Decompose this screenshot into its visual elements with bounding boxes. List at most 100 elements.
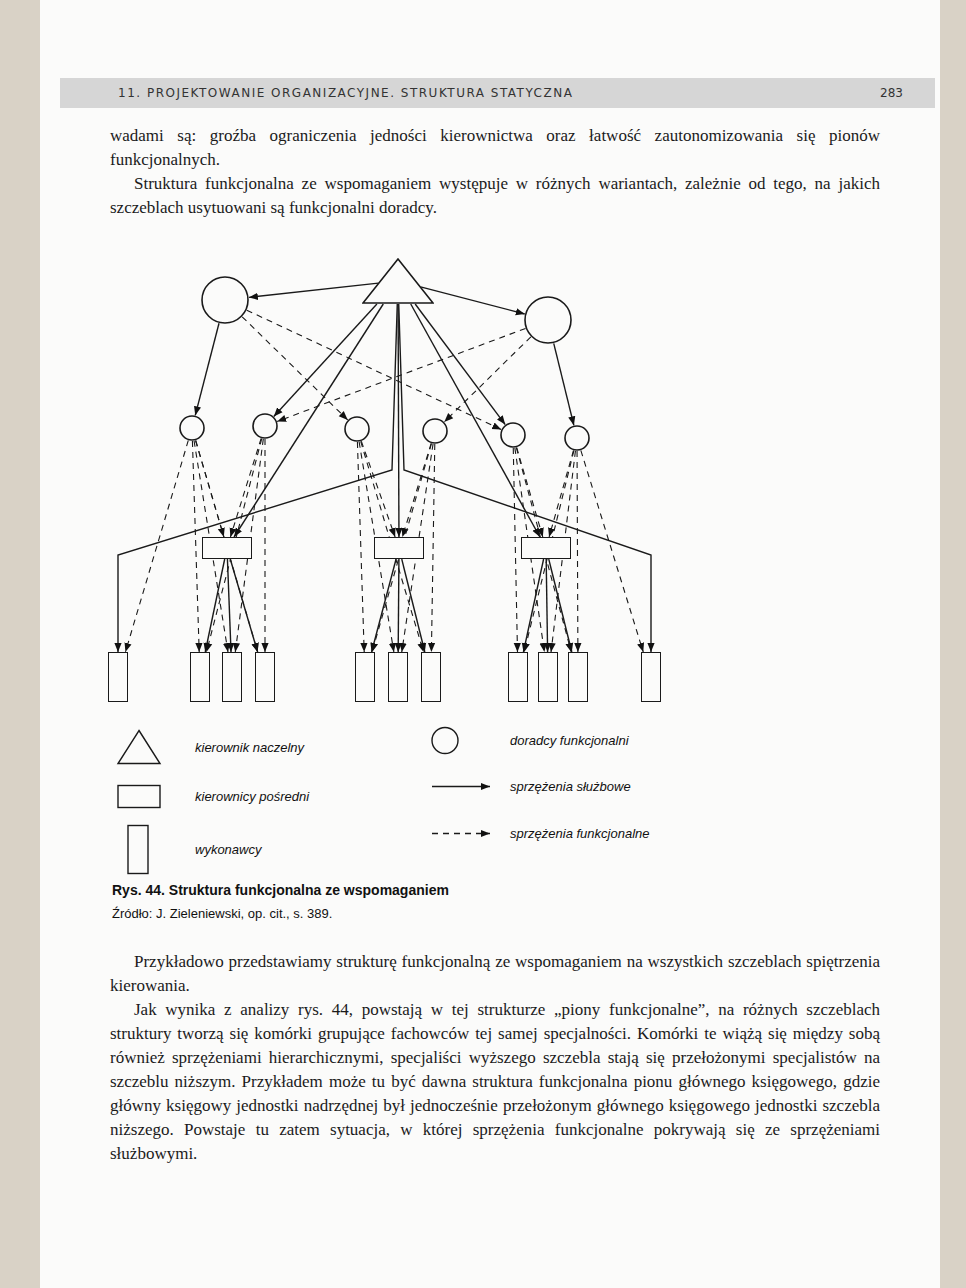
manager-box <box>202 537 252 559</box>
text-holder: doradcy funkcjonalni <box>510 733 629 748</box>
legend-shape <box>432 728 458 754</box>
functional-link <box>247 310 501 429</box>
text-holder: kierownicy pośredni <box>195 789 309 804</box>
functional-link <box>264 439 265 652</box>
legend-sample <box>432 728 458 754</box>
text-holder: wykonawcy <box>195 842 261 857</box>
executor-box <box>190 652 210 702</box>
service-link <box>421 287 525 314</box>
functional-link <box>361 441 424 652</box>
functional-link <box>513 448 517 652</box>
legend-sample <box>432 786 490 787</box>
legend-shape <box>118 786 160 808</box>
circle-shape <box>202 277 248 323</box>
text-holder: wadami są: groźba ograniczenia jedności … <box>110 124 880 172</box>
functional-link <box>431 444 434 652</box>
circle-shape <box>501 423 525 447</box>
functional-link <box>125 440 188 652</box>
circle-shape <box>253 414 277 438</box>
service-link <box>274 304 377 416</box>
service-link <box>546 559 547 652</box>
legend-sample <box>118 731 160 764</box>
text-holder: 11. PROJEKTOWANIE ORGANIZACYJNE. STRUKTU… <box>118 86 758 100</box>
executor-box <box>108 652 128 702</box>
legend-text: kierownik naczelny <box>195 740 304 755</box>
text-holder: Rys. 44. Struktura funkcjonalna ze wspom… <box>112 882 449 898</box>
legend-text: sprzężenia funkcjonalne <box>510 826 649 841</box>
functional-link <box>357 442 364 652</box>
functional-link <box>577 451 579 652</box>
triangle-shape <box>363 259 433 303</box>
advisor-circle <box>344 416 370 442</box>
legend-text: sprzężenia służbowe <box>510 779 631 794</box>
figure-caption: Rys. 44. Struktura funkcjonalna ze wspom… <box>112 882 449 898</box>
circle-shape <box>525 297 571 343</box>
service-link <box>230 559 257 652</box>
chief-triangle <box>362 258 434 304</box>
source-note: Źródło: J. Zieleniewski, op. cit., s. 38… <box>112 906 612 921</box>
triangle-outline <box>362 258 434 304</box>
legend-shape <box>118 731 160 764</box>
advisor-circle <box>179 415 205 441</box>
legend-shape <box>128 826 148 874</box>
executor-box <box>508 652 528 702</box>
body-paragraph: Jak wynika z analizy rys. 44, powstają w… <box>110 998 880 1166</box>
executor-box <box>255 652 275 702</box>
functional-link <box>372 444 431 652</box>
page-number: 283 <box>880 86 920 100</box>
service-link <box>249 283 378 297</box>
legend-samples <box>118 728 490 874</box>
functional-link <box>444 337 531 422</box>
circle-shape <box>180 416 204 440</box>
advisor-circle <box>564 425 590 451</box>
executor-box <box>641 652 661 702</box>
executor-box <box>355 652 375 702</box>
service-link <box>397 559 399 652</box>
edge-group <box>118 283 651 652</box>
circle-shape <box>345 417 369 441</box>
functional-link <box>517 447 543 537</box>
text-holder: kierownik naczelny <box>195 740 304 755</box>
manager-box <box>521 537 571 559</box>
service-link <box>411 304 540 537</box>
functional-link <box>242 317 348 420</box>
service-link <box>227 559 231 652</box>
functional-link <box>277 328 525 421</box>
body-paragraph: Struktura funkcjonalna ze wspomaganiem w… <box>110 172 880 220</box>
service-link <box>554 343 574 425</box>
legend-sample <box>128 826 148 874</box>
legend-sample <box>432 833 490 834</box>
functional-link <box>196 440 258 652</box>
text-holder: sprzężenia służbowe <box>510 779 631 794</box>
circle-outline <box>179 415 205 441</box>
text-holder: Jak wynika z analizy rys. 44, powstają w… <box>110 998 880 1166</box>
circle-shape <box>423 419 447 443</box>
executor-box <box>538 652 558 702</box>
circle-outline <box>344 416 370 442</box>
service-link <box>372 559 397 652</box>
legend-text: doradcy funkcjonalni <box>510 733 629 748</box>
circle-outline <box>500 422 526 448</box>
functional-link <box>402 443 431 537</box>
circle-outline <box>201 276 249 324</box>
text-holder: 283 <box>880 86 920 100</box>
advisor-circle <box>252 413 278 439</box>
service-link <box>399 304 651 652</box>
executor-box <box>568 652 588 702</box>
legend-sample <box>118 786 160 808</box>
circle-outline <box>422 418 448 444</box>
circle-outline <box>524 296 572 344</box>
circle-outline <box>564 425 590 451</box>
service-link <box>402 559 425 652</box>
body-paragraph: wadami są: groźba ograniczenia jedności … <box>110 124 880 172</box>
legend-shape <box>432 833 490 834</box>
service-link <box>118 304 397 652</box>
manager-box <box>374 537 424 559</box>
circle-outline <box>252 413 278 439</box>
book-page <box>40 0 940 1288</box>
legend-text: kierownicy pośredni <box>195 789 309 804</box>
service-link <box>523 559 543 652</box>
